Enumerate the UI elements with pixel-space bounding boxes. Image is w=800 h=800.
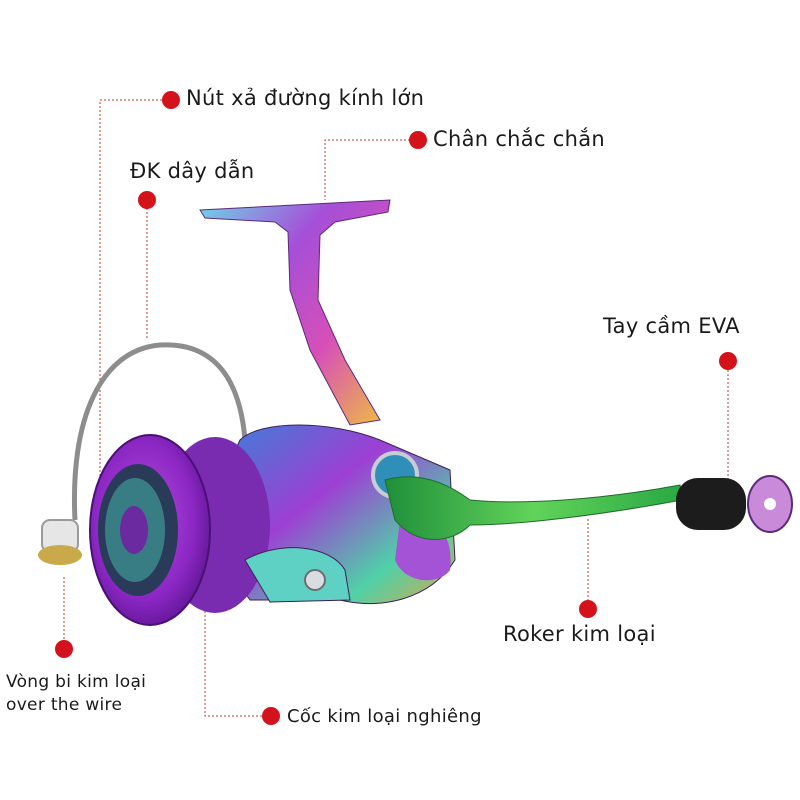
label-roker: Roker kim loại [503,622,656,646]
reel-foot [199,199,391,426]
callout-dot-chan [409,131,427,149]
callout-dot-dk-day-dan [138,191,156,209]
label-vong-bi-line2: over the wire [6,694,123,715]
label-nut-xa: Nút xả đường kính lớn [186,86,425,110]
callout-dot-vong-bi [55,640,73,658]
label-tay-cam: Tay cầm EVA [603,314,740,338]
spool [89,434,270,626]
label-vong-bi: Vòng bi kim loại over the wire [6,671,146,717]
callout-dot-nut-xa [162,91,180,109]
bail-wire [71,342,248,521]
handle-arm [384,476,683,540]
callout-dot-coc [262,707,280,725]
leader-coc [204,598,266,717]
label-chan-chac-chan: Chân chắc chắn [433,127,606,151]
label-coc-kim-loai: Cốc kim loại nghiêng [287,706,482,727]
label-vong-bi-line1: Vòng bi kim loại [6,672,147,692]
rotor-arm [244,547,351,603]
callout-dot-tay-cam [719,352,737,370]
leader-chan [324,139,410,200]
rotor-screw [304,569,326,591]
callout-dot-roker [579,600,597,618]
line-roller [38,519,82,565]
eva-knob [676,475,793,533]
label-dk-day-dan: ĐK dây dẫn [130,159,255,183]
